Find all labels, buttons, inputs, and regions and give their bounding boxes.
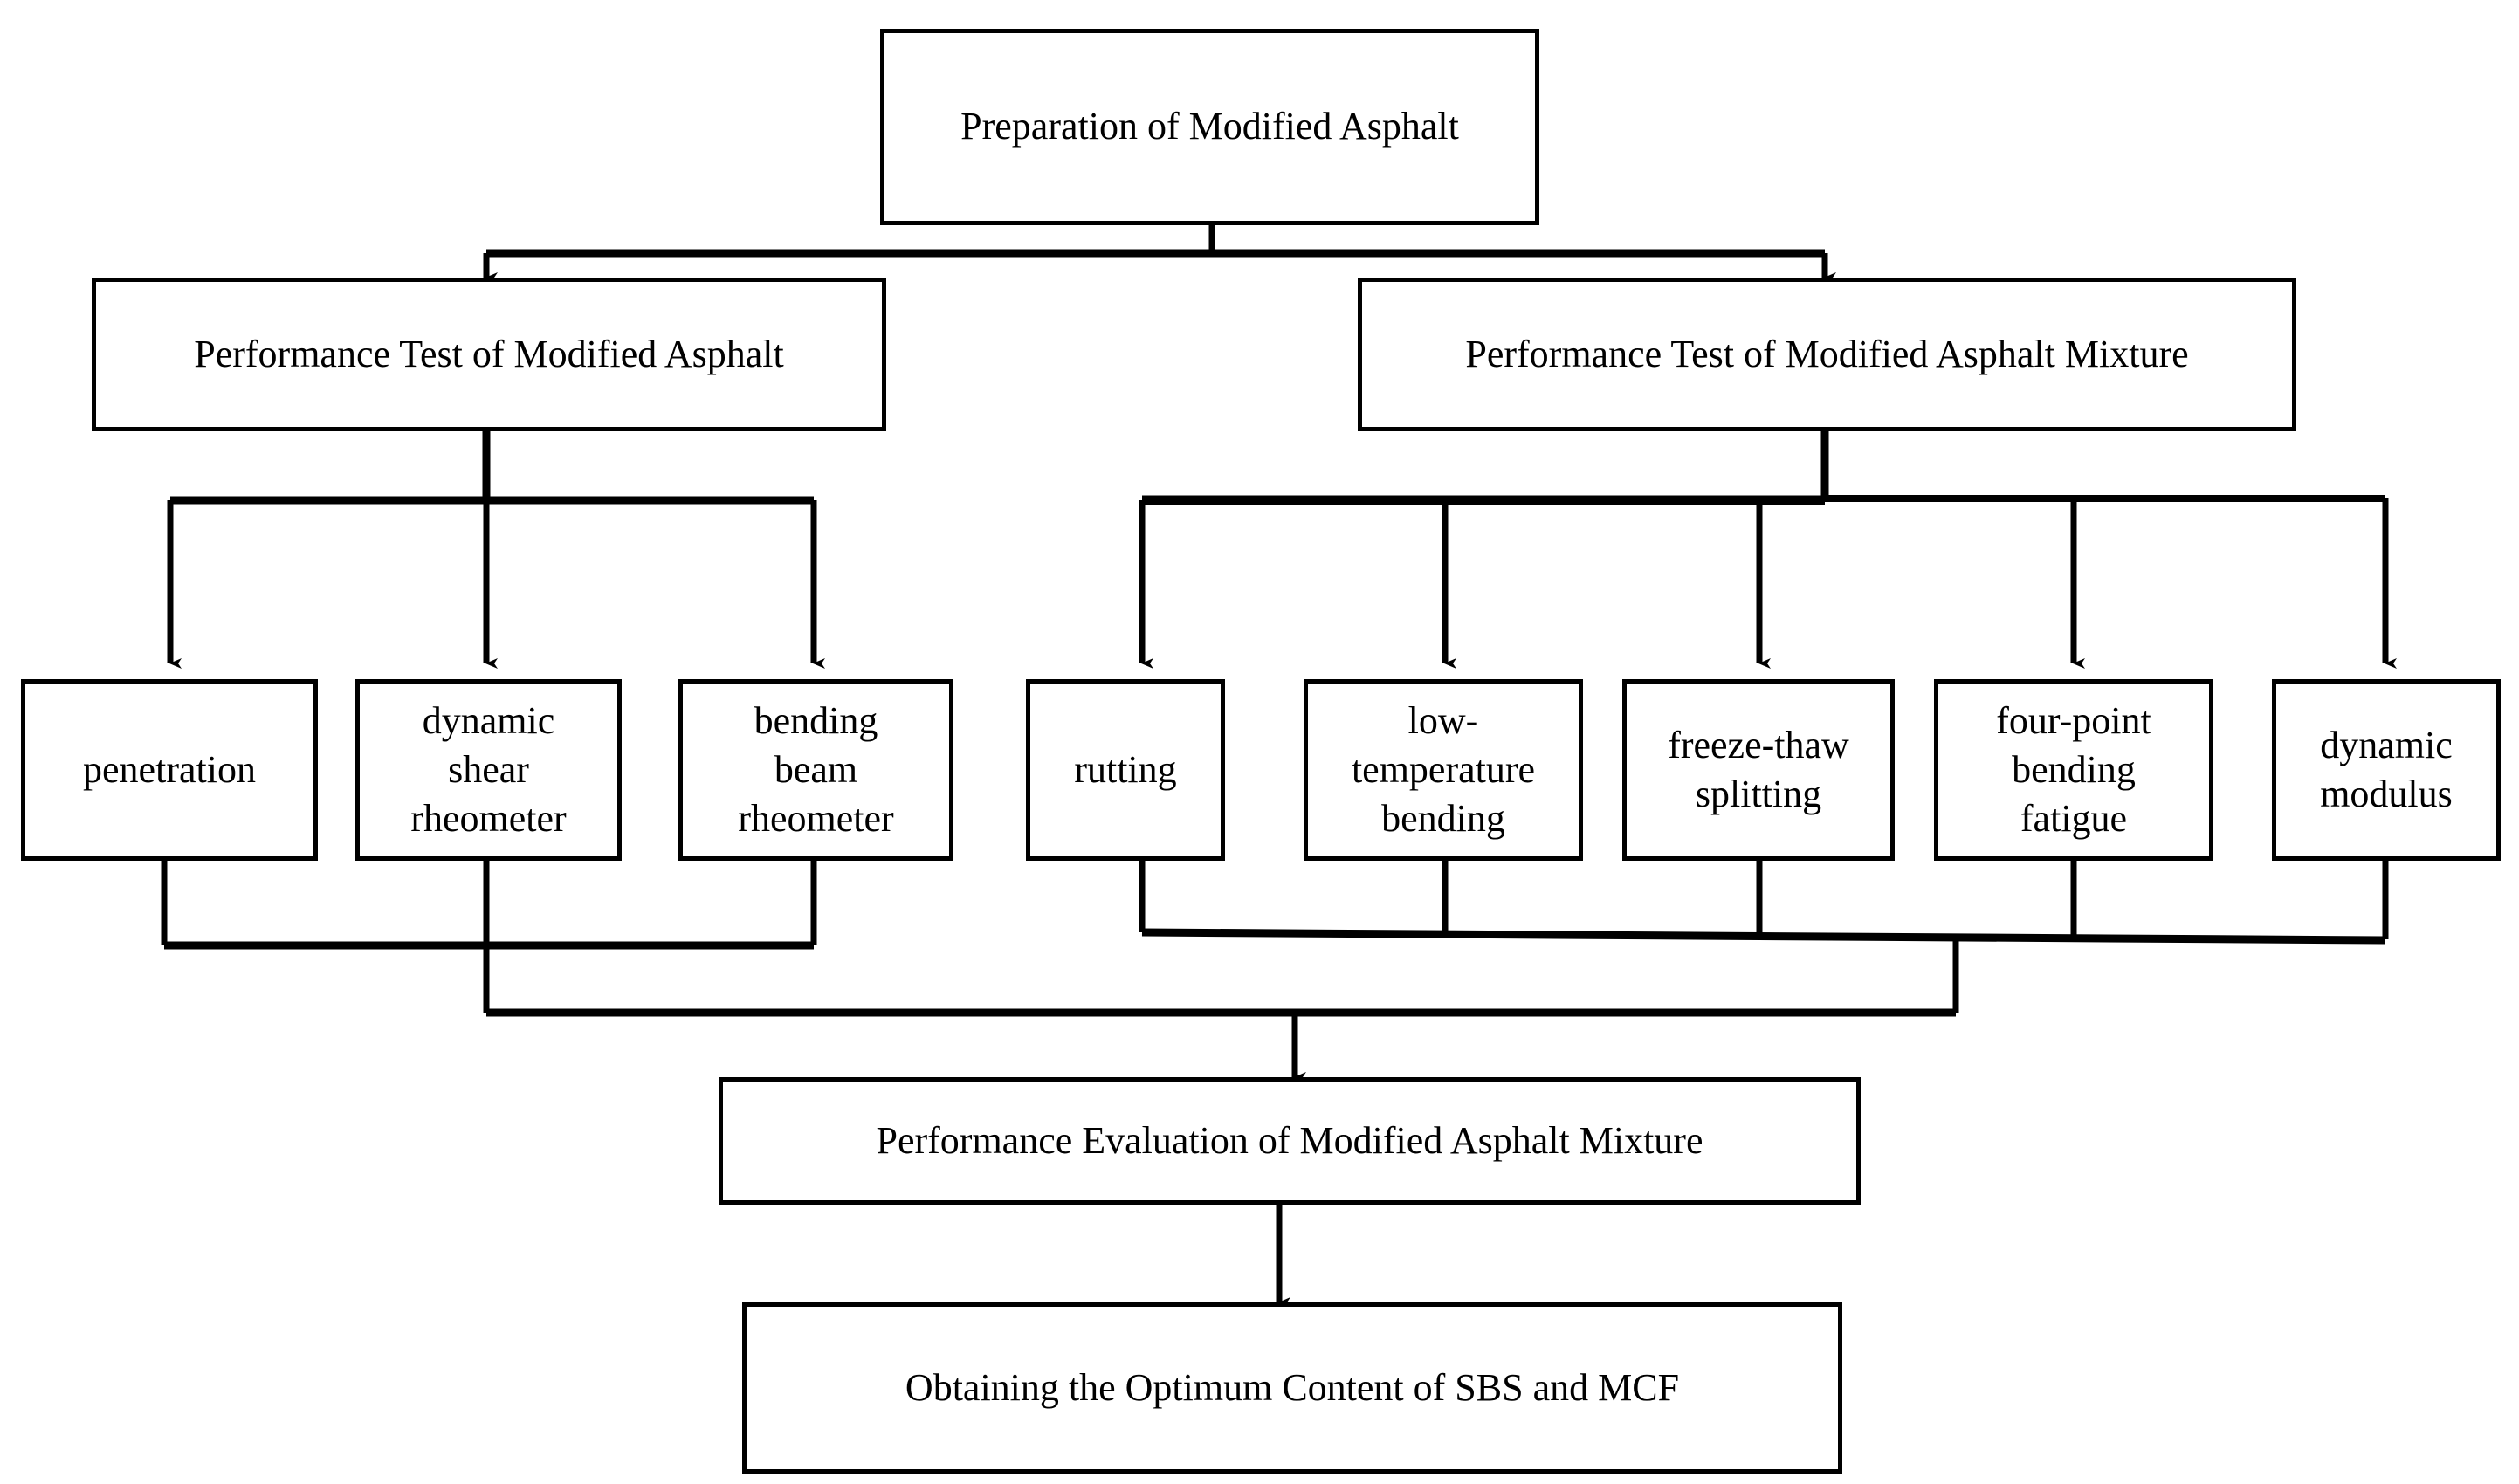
node-penetration-label: penetration [83,747,256,791]
node-preparation[interactable]: Preparation of Modified Asphalt [880,29,1539,225]
node-asphalt-test[interactable]: Performance Test of Modified Asphalt [92,278,886,431]
node-penetration[interactable]: penetration [21,679,318,861]
node-mixture-test[interactable]: Performance Test of Modified Asphalt Mix… [1358,278,2296,431]
node-dynamic-shear-rheometer[interactable]: dynamic shear rheometer [355,679,622,861]
node-preparation-label: Preparation of Modified Asphalt [960,105,1459,148]
node-freeze-thaw-splitting[interactable]: freeze-thaw splitting [1622,679,1895,861]
node-asphalt-test-label: Performance Test of Modified Asphalt [194,332,784,375]
node-rutting[interactable]: rutting [1026,679,1225,861]
node-dynamic-modulus[interactable]: dynamic modulus [2272,679,2501,861]
node-bending-beam-rheometer-label: bending beam rheometer [738,698,894,841]
node-optimum-content-label: Obtaining the Optimum Content of SBS and… [905,1365,1680,1409]
node-performance-evaluation[interactable]: Performance Evaluation of Modified Aspha… [719,1077,1861,1205]
node-dynamic-shear-rheometer-label: dynamic shear rheometer [410,698,567,841]
node-low-temperature-bending-label: low- temperature bending [1351,698,1536,841]
node-rutting-label: rutting [1074,747,1177,791]
node-bending-beam-rheometer[interactable]: bending beam rheometer [678,679,953,861]
node-four-point-bending-fatigue[interactable]: four-point bending fatigue [1934,679,2213,861]
node-performance-evaluation-label: Performance Evaluation of Modified Aspha… [876,1118,1703,1162]
edge-right-merge-bar [1141,928,2386,945]
node-optimum-content[interactable]: Obtaining the Optimum Content of SBS and… [742,1302,1842,1474]
node-four-point-bending-fatigue-label: four-point bending fatigue [1996,698,2151,841]
node-dynamic-modulus-label: dynamic modulus [2320,723,2453,815]
node-low-temperature-bending[interactable]: low- temperature bending [1304,679,1583,861]
node-freeze-thaw-splitting-label: freeze-thaw splitting [1668,723,1849,815]
node-mixture-test-label: Performance Test of Modified Asphalt Mix… [1465,332,2189,375]
